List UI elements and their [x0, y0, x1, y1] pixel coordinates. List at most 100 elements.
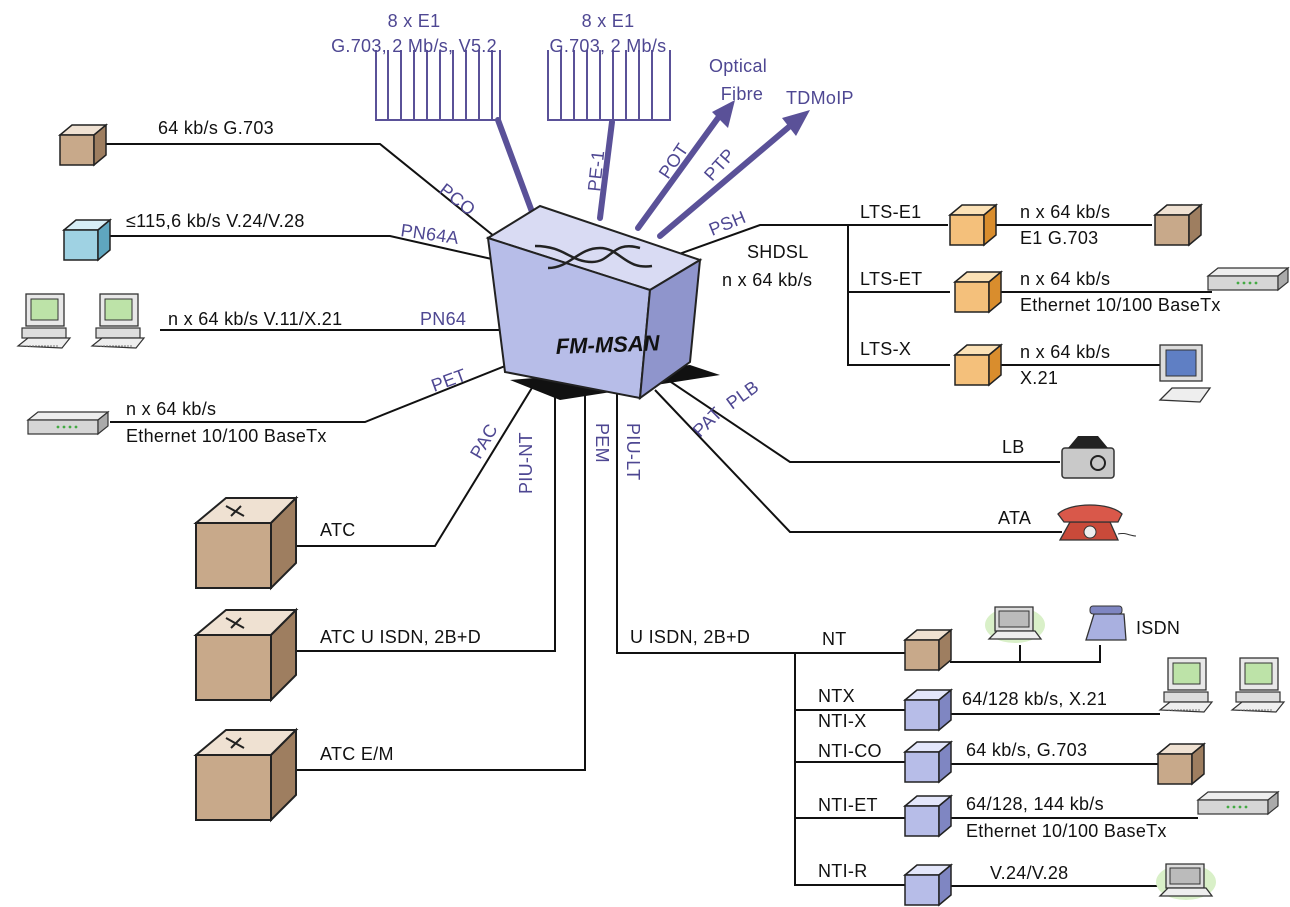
port-pat: PAT: [689, 403, 727, 441]
atc2-label: ATC U ISDN, 2B+D: [320, 627, 481, 647]
pc-pair-icon: [1159, 657, 1285, 713]
lts-x-speed: n x 64 kb/s: [1020, 342, 1110, 362]
ethernet-hub-icon: [1197, 791, 1279, 815]
nti-co-device-icon: [904, 741, 952, 783]
optical-label: Optical: [709, 56, 767, 76]
v11-label: n x 64 kb/s V.11/X.21: [168, 309, 342, 329]
link-pet: [110, 359, 521, 423]
exchange-cube-icon: [195, 729, 297, 821]
center-label: FM-MSAN: [555, 330, 661, 359]
ata-label: ATA: [998, 508, 1031, 528]
nt-label: NT: [822, 629, 847, 649]
g703-label: 64 kb/s G.703: [158, 118, 274, 138]
nti-r-device-icon: [904, 864, 952, 906]
e1-right-standard: G.703, 2 Mb/s: [550, 36, 667, 56]
lts-x-device-icon: [954, 344, 1002, 386]
pc-pair-icon: [17, 293, 145, 349]
lts-e1-device-icon: [949, 204, 997, 246]
laptop-icon: [1155, 863, 1217, 901]
link-pe1: [597, 119, 615, 221]
ntx-device-icon: [904, 689, 952, 731]
port-pn64a: PN64A: [399, 220, 460, 248]
lb-phone-icon: [1061, 436, 1115, 479]
nti-et-speed-label: 64/128, 144 kb/s: [966, 794, 1104, 814]
g703-device-icon: [1157, 743, 1205, 785]
ata-phone-icon: [1057, 504, 1137, 541]
nti-et-device-icon: [904, 795, 952, 837]
eth-speed-label: n x 64 kb/s: [126, 399, 216, 419]
lts-et-standard: Ethernet 10/100 BaseTx: [1020, 295, 1221, 315]
lts-et-label: LTS-ET: [860, 269, 922, 289]
nti-r-speed-label: V.24/V.28: [990, 863, 1068, 883]
terminal-x21-icon: [1158, 344, 1212, 403]
shdsl-speed-label: n x 64 kb/s: [722, 270, 812, 290]
nt-device-icon: [904, 629, 952, 671]
e1-left-standard: G.703, 2 Mb/s, V5.2: [331, 36, 497, 56]
port-psh: PSH: [706, 207, 749, 240]
port-pet: PET: [429, 365, 470, 396]
e1-left-count: 8 x E1: [388, 11, 441, 31]
link-pem: [295, 388, 586, 771]
lts-x-standard: X.21: [1020, 368, 1058, 388]
lts-e1-label: LTS-E1: [860, 202, 922, 222]
port-pac: PAC: [466, 420, 502, 462]
nti-et-label: NTI-ET: [818, 795, 878, 815]
link-piu-nt: [295, 388, 556, 652]
u-isdn-label: U ISDN, 2B+D: [630, 627, 750, 647]
fm-msan-node: FM-MSAN: [485, 204, 720, 401]
link-psh: [667, 224, 948, 259]
link-pcm-left: [495, 117, 541, 231]
ethernet-hub-icon: [27, 411, 109, 435]
link-ptp: [657, 123, 793, 239]
ntx-label: NTX: [818, 686, 855, 706]
pot-arrow: [712, 100, 735, 128]
lts-e1-standard: E1 G.703: [1020, 228, 1098, 248]
link-pco: [106, 143, 506, 246]
lb-label: LB: [1002, 437, 1025, 457]
nti-et-standard-label: Ethernet 10/100 BaseTx: [966, 821, 1167, 841]
nt-bus: [794, 653, 905, 886]
e1-g703-device-icon: [1154, 204, 1202, 246]
v24-label: ≤115,6 kb/s V.24/V.28: [126, 211, 305, 231]
port-plb: PLB: [723, 377, 763, 414]
lts-et-device-icon: [954, 271, 1002, 313]
exchange-cube-icon: [195, 609, 297, 701]
laptop-icon: [984, 606, 1046, 644]
atc3-label: ATC E/M: [320, 744, 394, 764]
port-piu-lt: PIU-LT: [623, 423, 643, 480]
e1-right-count: 8 x E1: [582, 11, 635, 31]
isdn-phone-icon: [1085, 605, 1127, 641]
isdn-label: ISDN: [1136, 618, 1180, 638]
port-pe1: PE-1: [584, 149, 608, 192]
exchange-cube-icon: [195, 497, 297, 589]
atc1-label: ATC: [320, 520, 356, 540]
ethernet-hub-icon: [1207, 267, 1289, 291]
link-pn64a: [110, 235, 506, 263]
lts-e1-speed: n x 64 kb/s: [1020, 202, 1110, 222]
link-pac: [295, 377, 539, 547]
tdmoip-label: TDMoIP: [786, 88, 854, 108]
port-ptp: PTP: [700, 145, 739, 185]
ntx-speed-label: 64/128 kb/s, X.21: [962, 689, 1107, 709]
lts-x-label: LTS-X: [860, 339, 911, 359]
e1-bus-left: [375, 50, 501, 121]
e1-bus-right: [547, 50, 671, 121]
link-isdn-devices: [950, 645, 1101, 663]
port-pem: PEM: [592, 423, 612, 463]
nti-co-label: NTI-CO: [818, 741, 882, 761]
shdsl-bus: [847, 225, 950, 366]
lts-et-speed: n x 64 kb/s: [1020, 269, 1110, 289]
port-pco: PCO: [436, 179, 480, 219]
ptp-arrow: [782, 110, 810, 136]
nti-x-label: NTI-X: [818, 711, 867, 731]
eth-standard-label: Ethernet 10/100 BaseTx: [126, 426, 327, 446]
port-pn64: PN64: [420, 309, 466, 329]
nti-co-speed-label: 64 kb/s, G.703: [966, 740, 1087, 760]
link-pat: [654, 389, 1062, 533]
link-piu-lt: [616, 388, 905, 654]
g703-device-icon: [59, 124, 107, 166]
v24-device-icon: [63, 219, 111, 261]
shdsl-label: SHDSL: [747, 242, 809, 262]
fibre-label: Fibre: [721, 84, 764, 104]
